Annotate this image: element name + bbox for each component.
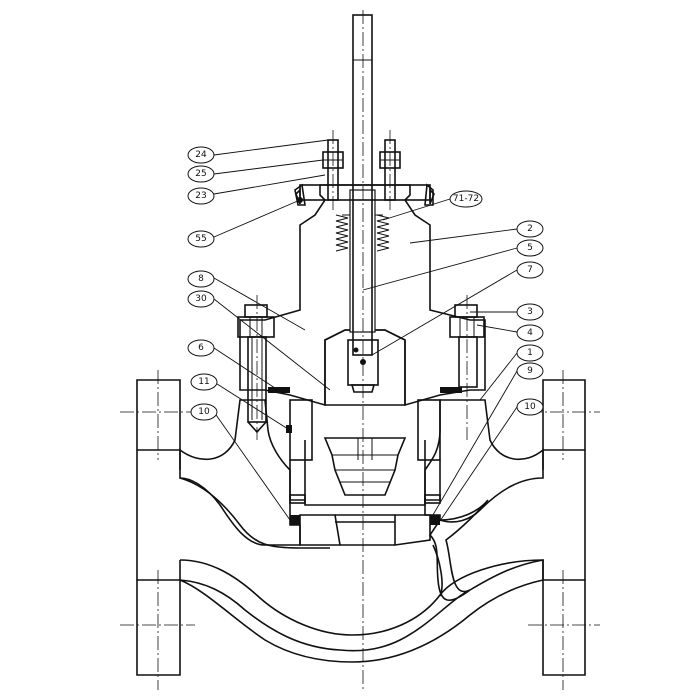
centerlines (120, 10, 600, 690)
leader-lines (213, 139, 518, 522)
svg-text:10: 10 (198, 407, 210, 417)
svg-text:24: 24 (195, 150, 207, 160)
svg-text:4: 4 (527, 328, 533, 338)
svg-text:71-72: 71-72 (453, 194, 479, 204)
callout-5: 5 (516, 239, 544, 257)
svg-text:30: 30 (195, 294, 207, 304)
body-stud-left (237, 304, 275, 434)
callout-71-72: 71-72 (449, 190, 483, 208)
packing-spring-right (376, 214, 390, 252)
cage (289, 399, 441, 506)
callout-11: 11 (190, 373, 218, 391)
svg-text:1: 1 (527, 348, 533, 358)
svg-text:3: 3 (527, 307, 533, 317)
body-lower-wall (179, 499, 544, 663)
callout-2: 2 (516, 220, 544, 238)
right-flange-lower (542, 579, 586, 676)
svg-text:5: 5 (527, 243, 533, 253)
svg-text:8: 8 (198, 274, 204, 284)
callout-8: 8 (187, 270, 215, 288)
bonnet-gasket (268, 387, 462, 393)
seat-ring (299, 514, 341, 546)
callout-30: 30 (187, 290, 215, 308)
callout-24: 24 (187, 146, 215, 164)
callout-6: 6 (187, 339, 215, 357)
valve-body (136, 379, 586, 676)
svg-text:9: 9 (527, 366, 533, 376)
callout-7: 7 (516, 261, 544, 279)
callout-10-left: 10 (190, 403, 218, 421)
svg-text:6: 6 (198, 343, 204, 353)
left-flange (136, 379, 181, 451)
gland-ear-right (424, 183, 434, 206)
callout-55: 55 (187, 230, 215, 248)
svg-text:2: 2 (527, 224, 533, 234)
left-flange-lower (136, 579, 181, 676)
callout-3: 3 (516, 303, 544, 321)
callout-9: 9 (516, 362, 544, 380)
callout-25: 25 (187, 165, 215, 183)
svg-text:10: 10 (524, 402, 536, 412)
svg-text:23: 23 (195, 191, 206, 201)
callout-23: 23 (187, 187, 215, 205)
packing-spring-left (335, 214, 349, 252)
svg-text:7: 7 (527, 265, 533, 275)
svg-text:55: 55 (195, 234, 206, 244)
plug (323, 437, 407, 496)
seat-gasket-left (290, 515, 300, 525)
right-flange (542, 379, 586, 451)
cage-gasket (286, 425, 292, 433)
svg-text:25: 25 (195, 169, 206, 179)
callout-1: 1 (516, 344, 544, 362)
svg-text:11: 11 (198, 377, 209, 387)
callout-4: 4 (516, 324, 544, 342)
seat-gasket-right (430, 515, 440, 525)
body-upper-left-wall (179, 399, 301, 546)
callout-10-right: 10 (516, 398, 544, 416)
bonnet (239, 184, 486, 407)
